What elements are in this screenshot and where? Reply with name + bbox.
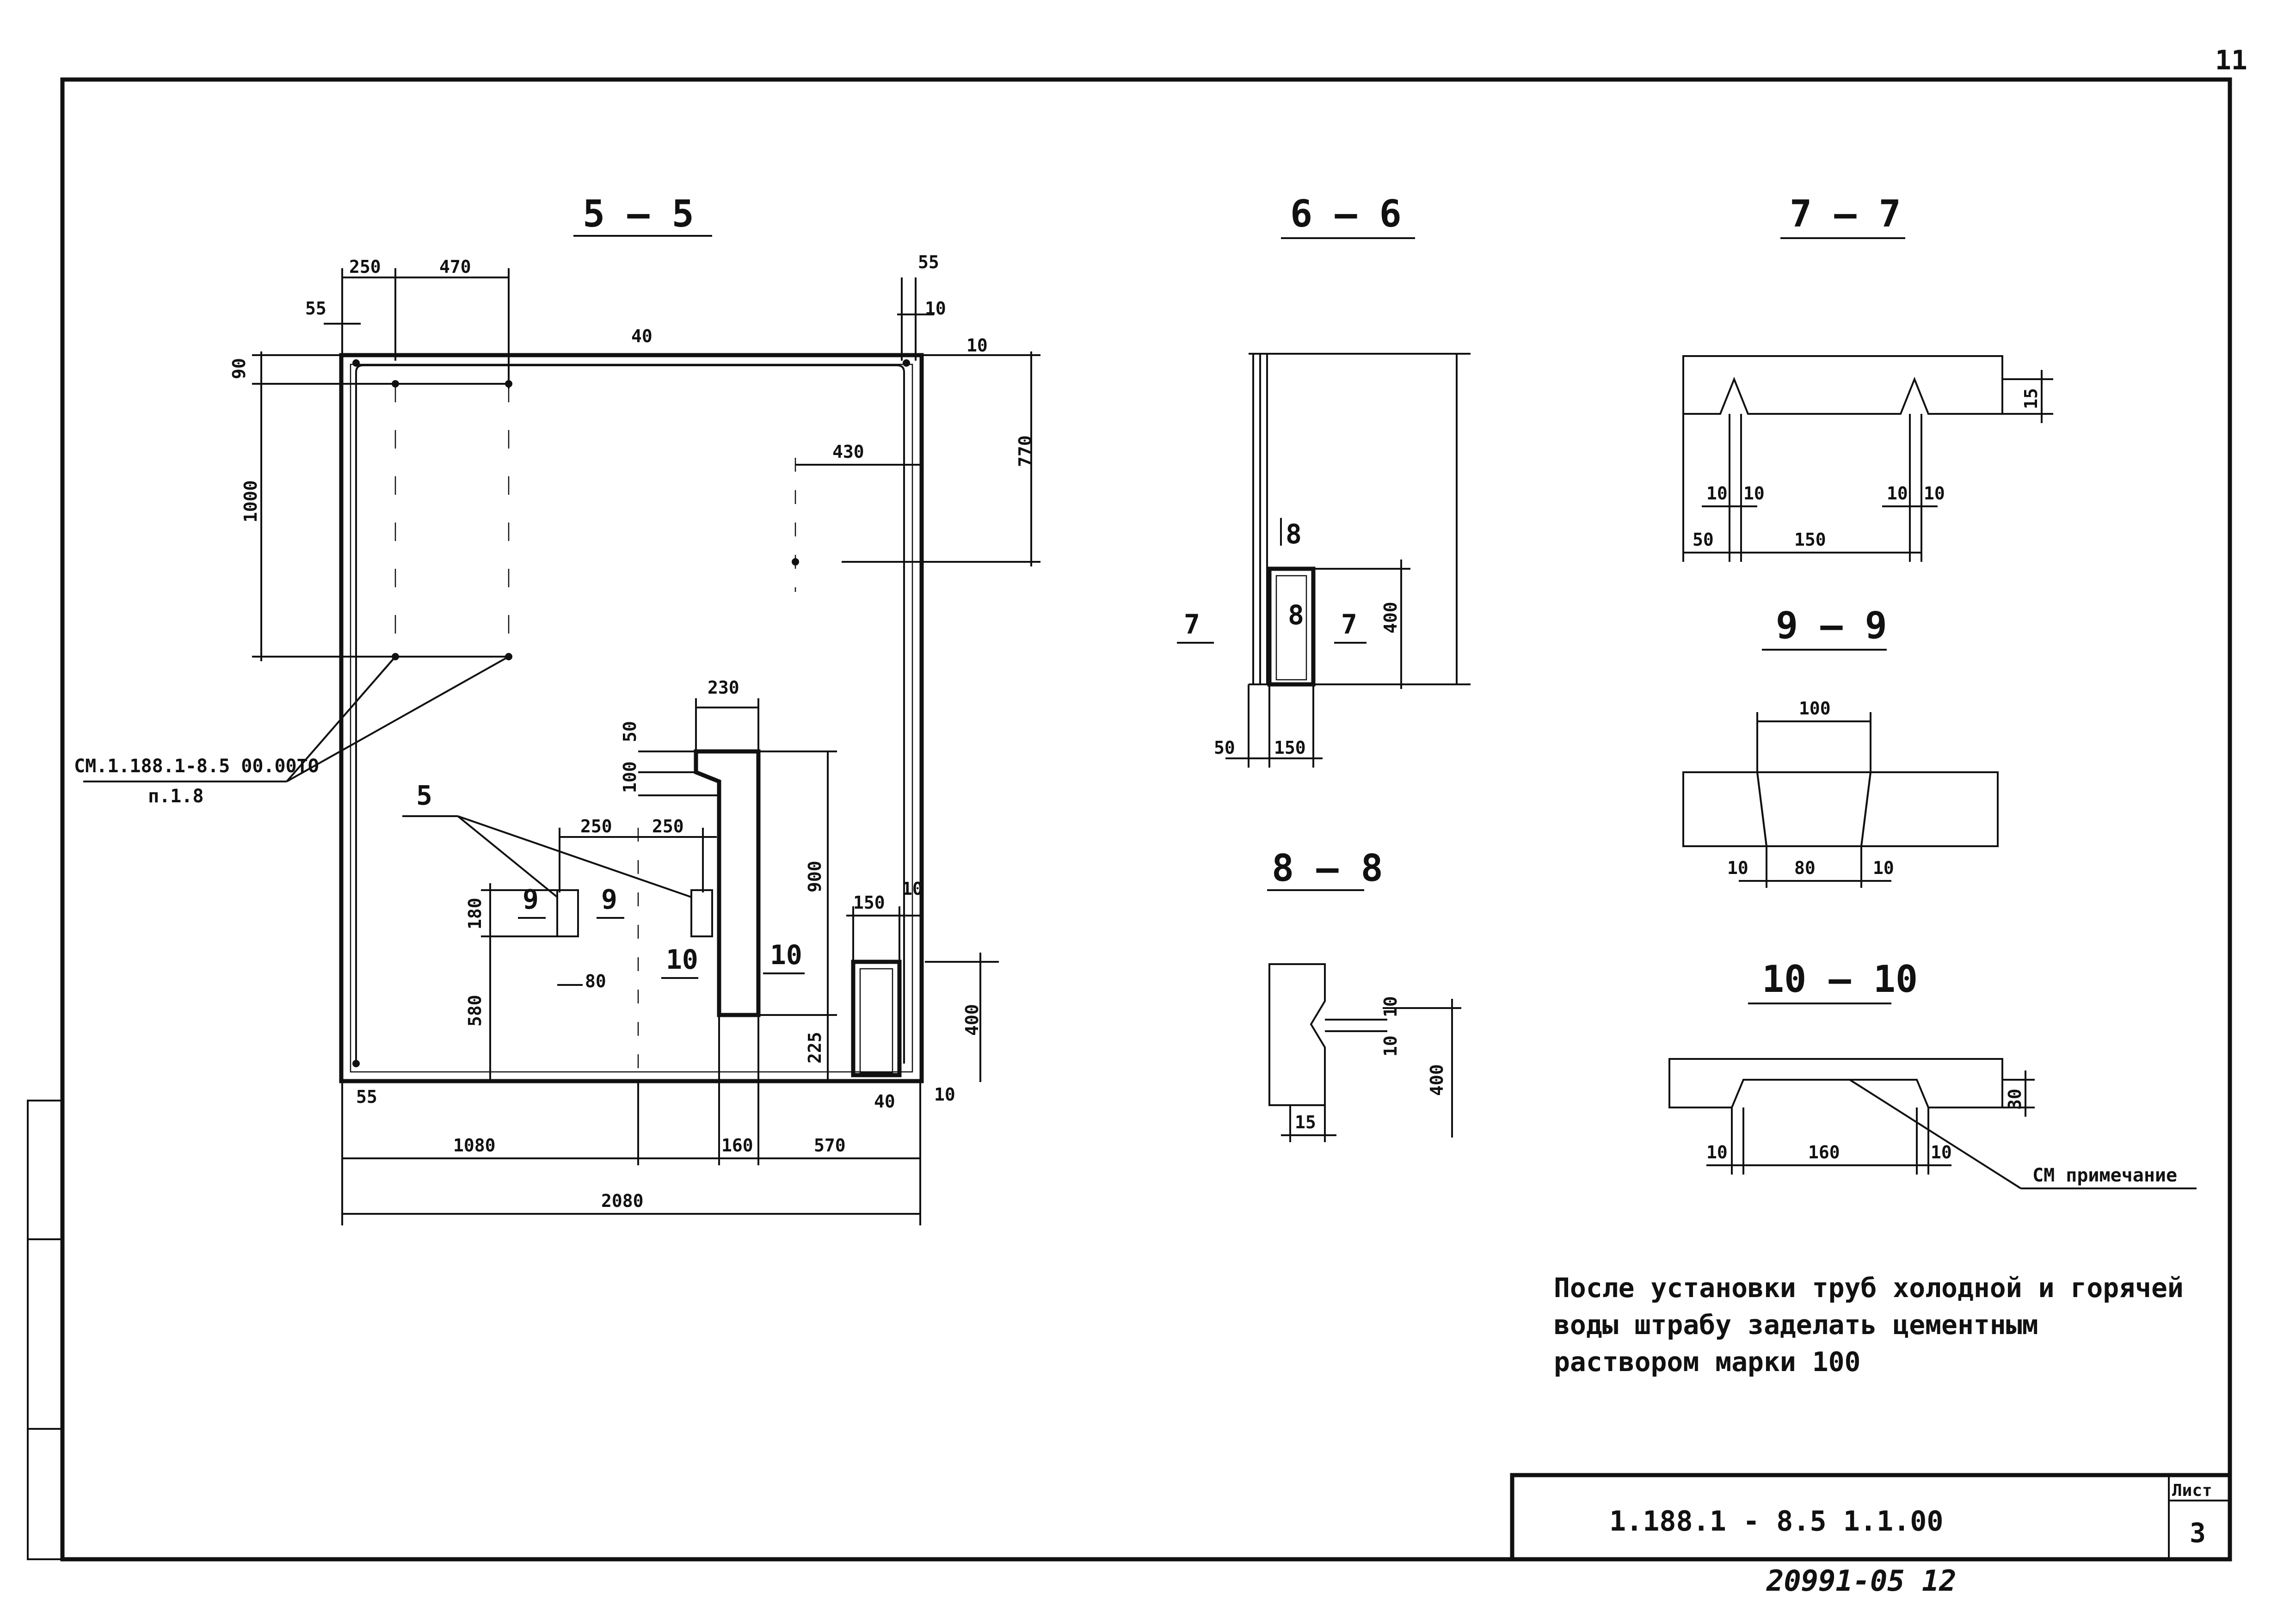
doc-code: 1.188.1 - 8.5 1.1.00	[1609, 1505, 1943, 1538]
title-block: Лист 3 1.188.1 - 8.5 1.1.00 20991-05 12	[1510, 1473, 2232, 1598]
dim-7-10b: 10	[1743, 483, 1765, 504]
dim-8-10b: 10	[1380, 1035, 1401, 1057]
cut-7a-label: 7	[1184, 609, 1200, 640]
dim-6-400: 400	[1380, 602, 1401, 634]
dim-180: 180	[465, 898, 485, 929]
section-9-9: 9 — 9 100 10 80 10	[1682, 604, 1999, 888]
dim-9-100: 100	[1799, 698, 1831, 719]
archive-stamp: 20991-05 12	[1766, 1564, 1957, 1598]
section-9-title: 9 — 9	[1776, 604, 1887, 647]
dim-7-10c: 10	[1887, 483, 1908, 504]
note-line-2: воды штрабу заделать цементным	[1554, 1309, 2038, 1341]
dim-10-10b: 10	[1931, 1142, 1952, 1163]
section-7-7: 7 — 7 10 10 10 10 50 150 15	[1682, 192, 2053, 562]
dim-9-10b: 10	[1873, 858, 1894, 878]
dim-1080: 1080	[453, 1135, 496, 1156]
cut-8b-label: 8	[1288, 599, 1304, 631]
dim-9-80: 80	[1794, 858, 1816, 878]
dim-770: 770	[1015, 435, 1035, 467]
dim-10-bot: 10	[934, 1084, 955, 1105]
sheet-number: 3	[2190, 1517, 2206, 1549]
dim-8-15: 15	[1295, 1112, 1316, 1132]
dim-55-right: 55	[918, 252, 939, 272]
see-note-leader: СМ примечание	[2032, 1165, 2177, 1186]
dim-9-10a: 10	[1727, 858, 1748, 878]
section-8-8: 8 — 8 10 10 400 15	[1267, 847, 1461, 1142]
dim-230: 230	[708, 677, 739, 698]
dim-6-150: 150	[1274, 738, 1306, 758]
dim-7-15: 15	[2021, 388, 2041, 409]
note-line-1: После установки труб холодной и горячей	[1554, 1272, 2184, 1304]
dim-10-right2: 10	[966, 335, 988, 356]
dim-100: 100	[620, 761, 640, 793]
dim-7-10a: 10	[1706, 483, 1728, 504]
dim-250-a: 250	[580, 816, 612, 837]
dim-55-top: 55	[305, 298, 326, 319]
dim-10-30: 30	[2005, 1089, 2025, 1110]
dim-900: 900	[805, 861, 825, 892]
dim-90: 90	[229, 358, 249, 379]
dim-160: 160	[721, 1135, 753, 1156]
dim-430: 430	[832, 442, 864, 462]
dim-250-b: 250	[652, 816, 684, 837]
cut-7b-label: 7	[1341, 609, 1357, 640]
note-line-3: раствором марки 100	[1554, 1346, 1860, 1378]
general-note: После установки труб холодной и горячей …	[1554, 1272, 2184, 1378]
dim-150: 150	[853, 892, 885, 913]
cut-9b: 9	[601, 884, 617, 915]
dim-250-top: 250	[349, 257, 381, 277]
sheet-label: Лист	[2172, 1481, 2212, 1500]
callout-5: 5	[416, 780, 432, 811]
page-number: 11	[2215, 44, 2247, 76]
dim-40-top: 40	[631, 326, 652, 346]
section-5-title: 5 — 5	[583, 192, 694, 235]
dim-2080: 2080	[601, 1191, 644, 1211]
ref-note-line-1: СМ.1.188.1-8.5 00.00ТО	[74, 756, 319, 777]
dim-1000: 1000	[240, 480, 261, 523]
dim-50: 50	[620, 721, 640, 742]
dim-10-10a: 10	[1706, 1142, 1728, 1163]
dim-55-bot: 55	[356, 1087, 377, 1107]
dim-225: 225	[805, 1032, 825, 1064]
section-5-5: 5 — 5 250 470 55 55 10 10 40 90 1000	[74, 192, 1040, 1225]
dim-7-10d: 10	[1924, 483, 1945, 504]
section-8-title: 8 — 8	[1272, 847, 1383, 890]
section-6-6: 6 — 6 8 8 7 7 400 50 150	[1177, 192, 1471, 768]
dim-7-150: 150	[1794, 529, 1826, 550]
dim-470: 470	[439, 257, 471, 277]
dim-400: 400	[962, 1004, 982, 1036]
dim-580: 580	[465, 995, 485, 1027]
dim-7-50: 50	[1693, 529, 1714, 550]
dim-6-50: 50	[1214, 738, 1235, 758]
dim-80: 80	[585, 971, 606, 991]
section-6-title: 6 — 6	[1290, 192, 1402, 235]
dim-10-160: 160	[1808, 1142, 1840, 1163]
cut-10a: 10	[666, 944, 698, 975]
dim-8-10a: 10	[1380, 996, 1401, 1017]
cut-9a: 9	[523, 884, 539, 915]
dim-40-bot: 40	[874, 1091, 895, 1112]
dim-10-right: 10	[925, 298, 946, 319]
dim-10-mid: 10	[902, 879, 923, 899]
sheet-frame: 11	[27, 44, 2247, 1562]
section-10-title: 10 — 10	[1762, 958, 1918, 1001]
dim-570: 570	[814, 1135, 846, 1156]
section-7-title: 7 — 7	[1790, 192, 1901, 235]
section-10-10: 10 — 10 30 10 160 10 СМ примечание	[1668, 958, 2197, 1189]
dim-8-400: 400	[1427, 1064, 1447, 1096]
cut-10b: 10	[770, 939, 802, 971]
cut-8a-label: 8	[1286, 518, 1302, 550]
ref-note-line-2: п.1.8	[148, 786, 203, 807]
